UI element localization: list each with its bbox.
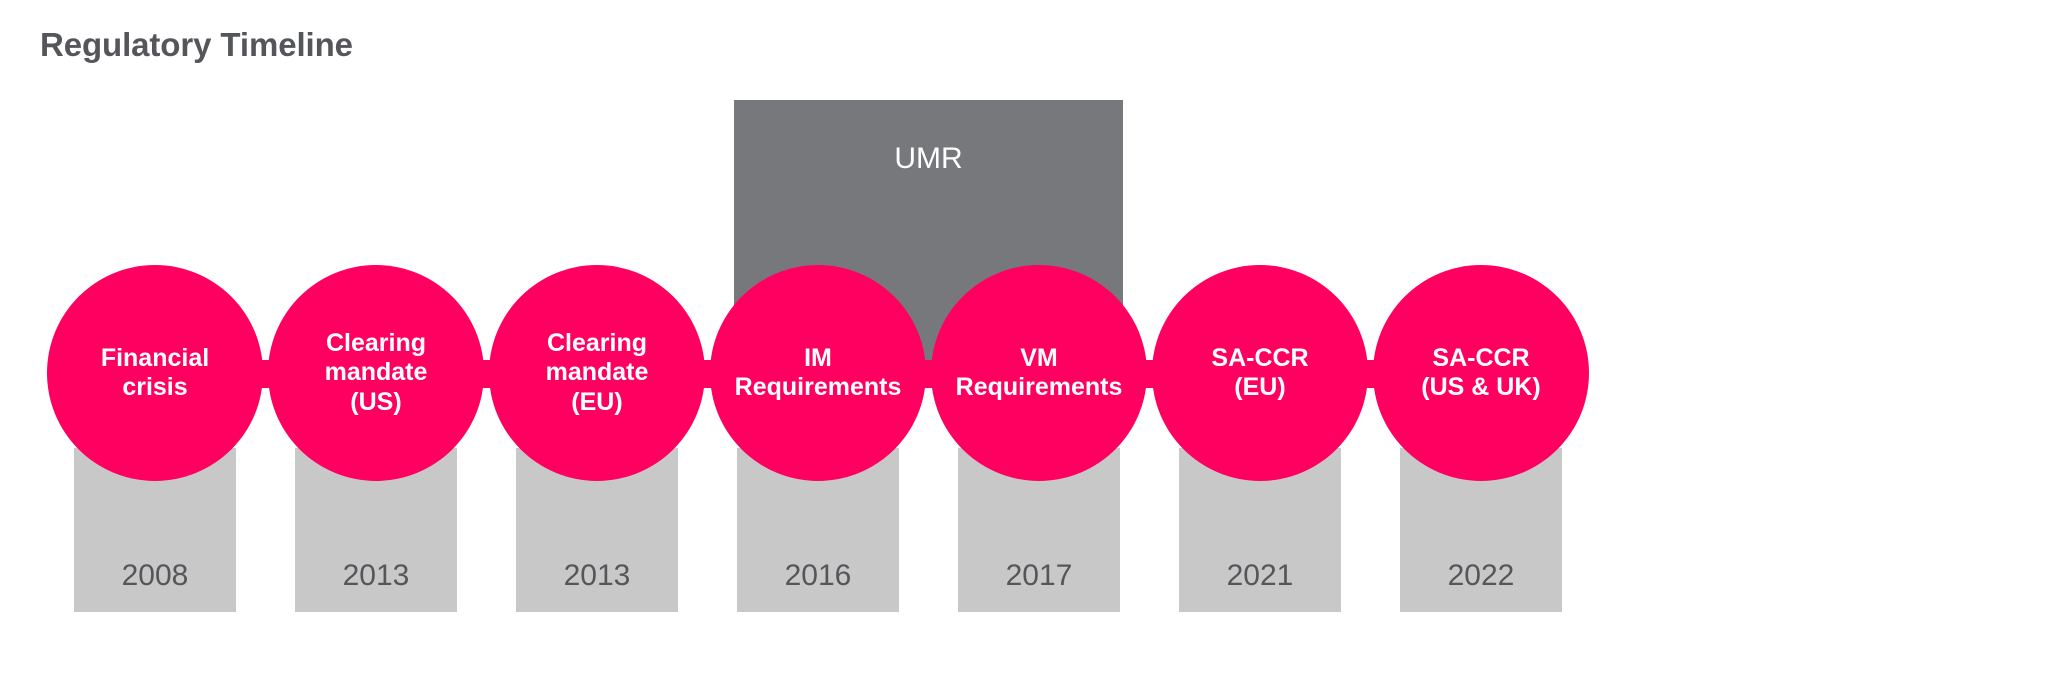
event-label-line: IM	[804, 343, 832, 372]
event-node-im-requirements[interactable]: IM Requirements	[710, 265, 926, 481]
event-node-label: SA-CCR (US & UK)	[1421, 344, 1540, 403]
event-label-line: mandate	[545, 358, 649, 387]
event-label-line: Clearing	[546, 328, 648, 357]
event-label-line: SA-CCR	[1211, 343, 1309, 372]
umr-span-label: UMR	[894, 142, 963, 175]
event-node-vm-requirements[interactable]: VM Requirements	[931, 265, 1147, 481]
event-label-line: Requirements	[734, 373, 902, 401]
event-node-sa-ccr-us-uk[interactable]: SA-CCR (US & UK)	[1373, 265, 1589, 481]
event-label-line: Requirements	[955, 373, 1123, 401]
event-node-label: VM Requirements	[956, 344, 1123, 403]
year-label-2021: 2021	[1226, 559, 1294, 592]
event-label-line: VM	[1020, 343, 1058, 372]
event-node-sa-ccr-eu[interactable]: SA-CCR (EU)	[1152, 265, 1368, 481]
event-label-line: (US & UK)	[1421, 373, 1541, 401]
year-bar-2021: 2021	[1179, 448, 1341, 612]
year-label-2013-us: 2013	[342, 559, 410, 592]
page-title: Regulatory Timeline	[40, 26, 353, 63]
event-label-line: Financial	[100, 343, 210, 372]
event-node-label: SA-CCR (EU)	[1211, 344, 1308, 403]
event-node-label: Clearing mandate (EU)	[546, 329, 649, 418]
event-node-label: IM Requirements	[735, 344, 902, 403]
year-label-2013-eu: 2013	[563, 559, 631, 592]
event-node-label: Clearing mandate (US)	[325, 329, 428, 418]
event-node-financial-crisis[interactable]: Financial crisis	[47, 265, 263, 481]
year-label-2022: 2022	[1447, 559, 1515, 592]
year-label-2017: 2017	[1005, 559, 1073, 592]
event-label-line: (EU)	[571, 387, 623, 416]
event-label-line: mandate	[324, 358, 428, 387]
event-node-clearing-mandate-eu[interactable]: Clearing mandate (EU)	[489, 265, 705, 481]
event-label-line: crisis	[122, 373, 188, 401]
event-label-line: (EU)	[1234, 373, 1286, 401]
year-bar-2016: 2016	[737, 448, 899, 612]
year-label-2016: 2016	[784, 559, 852, 592]
event-node-clearing-mandate-us[interactable]: Clearing mandate (US)	[268, 265, 484, 481]
event-label-line: Clearing	[325, 328, 427, 357]
event-label-line: SA-CCR	[1432, 343, 1530, 372]
year-label-2008: 2008	[121, 559, 189, 592]
event-label-line: (US)	[350, 387, 402, 416]
event-node-label: Financial crisis	[101, 344, 209, 403]
